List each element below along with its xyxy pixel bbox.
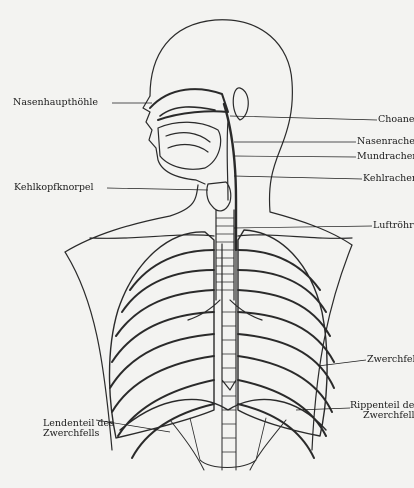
bronchi <box>188 300 262 320</box>
larynx <box>207 182 231 211</box>
neck-shoulder-left <box>65 185 198 252</box>
label-nasenhaupthoehle: Nasenhaupthöhle <box>13 98 98 108</box>
label-choane: Choane <box>378 115 414 125</box>
torso-right <box>312 245 352 450</box>
label-kehlrachen: Kehlrachen <box>363 174 414 184</box>
label-luftroehre: Luftröhre <box>373 221 414 231</box>
spine <box>222 300 236 470</box>
label-lendenteil-line2: Zwerchfells <box>43 429 114 439</box>
label-rippenteil: Rippenteil des Zwerchfells <box>350 401 414 421</box>
ear <box>233 88 248 120</box>
label-rippenteil-line2: Zwerchfells <box>350 411 414 421</box>
clavicle-left <box>90 235 214 238</box>
label-lendenteil: Lendenteil des Zwerchfells <box>43 419 114 439</box>
label-zwerchfell: Zwerchfell <box>367 355 414 365</box>
label-mundrachen: Mundrachen <box>357 152 414 162</box>
label-nasenrachen: Nasenrachen <box>357 137 414 147</box>
right-lung <box>238 230 327 436</box>
label-kehlkopfknorpel: Kehlkopfknorpel <box>14 183 94 193</box>
oral-cavity <box>158 122 221 169</box>
